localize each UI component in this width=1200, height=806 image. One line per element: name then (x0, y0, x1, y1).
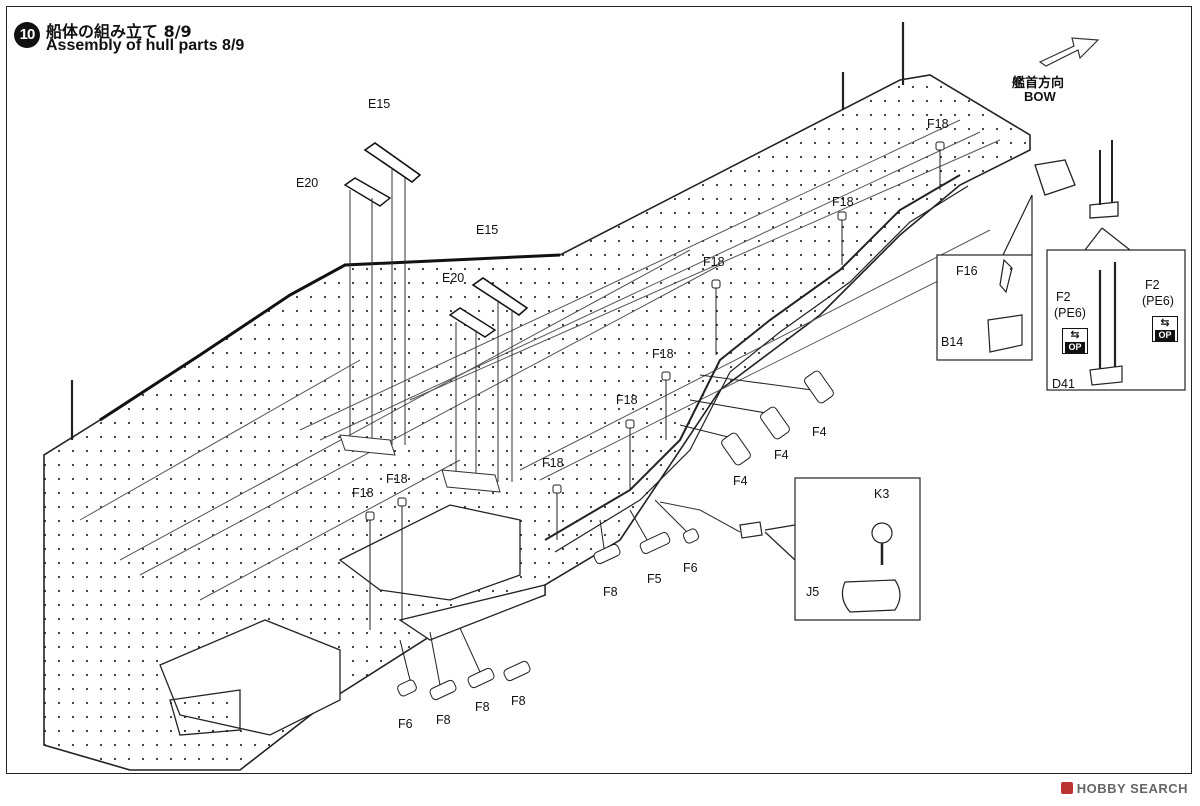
label-f5: F5 (647, 572, 662, 586)
label-pe6-right: (PE6) (1142, 294, 1174, 308)
label-f16: F16 (956, 264, 978, 278)
label-j5: J5 (806, 585, 820, 599)
watermark-text: HOBBY SEARCH (1076, 781, 1188, 796)
label-f18-2: F18 (386, 472, 408, 486)
op-text-right: OP (1155, 330, 1175, 341)
label-f8-1: F8 (603, 585, 618, 599)
crane-base-small (739, 521, 763, 539)
label-pe6-left: (PE6) (1054, 306, 1086, 320)
label-e20-b: E20 (442, 271, 465, 285)
title-japanese: 船体の組み立て 8/9 (46, 22, 192, 41)
part-e20-a (343, 177, 392, 207)
bow-label-english: BOW (1024, 89, 1056, 104)
side-gallery (544, 174, 961, 541)
optional-part-badge-left: ⇆ OP (1062, 328, 1088, 354)
label-f18-8: F18 (927, 117, 949, 131)
crane-leader-line (659, 501, 741, 533)
label-d41: D41 (1052, 377, 1075, 391)
optional-part-badge-right: ⇆ OP (1152, 316, 1178, 342)
instruction-frame (6, 6, 1192, 774)
f18-post-icons (365, 141, 945, 630)
label-f4-2: F4 (774, 448, 789, 462)
part-e20-b (448, 307, 497, 338)
label-e15-a: E15 (368, 97, 391, 111)
label-e20-a: E20 (296, 176, 319, 190)
label-f2-left: F2 (1056, 290, 1071, 304)
deck-markings (79, 119, 1001, 601)
label-f18-3: F18 (542, 456, 564, 470)
deck-masts (70, 22, 905, 440)
watermark-logo-icon (1060, 782, 1073, 794)
swap-arrows-icon: ⇆ (1070, 329, 1080, 341)
source-watermark: HOBBY SEARCH (1060, 781, 1188, 796)
part-e15-b (471, 277, 529, 317)
label-f8-2: F8 (436, 713, 451, 727)
side-gallery-lower (554, 185, 969, 553)
railing-parts (397, 370, 834, 701)
label-f2-right: F2 (1145, 278, 1160, 292)
leader-lines-a (339, 168, 406, 456)
title-english: Assembly of hull parts 8/9 (46, 37, 245, 54)
label-f18-4: F18 (616, 393, 638, 407)
label-f8-4: F8 (511, 694, 526, 708)
inset-catapult (936, 194, 1033, 361)
inset-crane (764, 477, 921, 621)
label-e15-b: E15 (476, 223, 499, 237)
bow-label-japanese: 艦首方向 (1012, 76, 1065, 91)
part-b14-on-deck (1034, 159, 1076, 196)
inset-mast (1046, 227, 1186, 391)
op-text-left: OP (1065, 342, 1085, 353)
bow-direction-arrow-icon (1038, 37, 1100, 67)
deck-edge (99, 253, 561, 422)
label-f18-1: F18 (352, 486, 374, 500)
swap-arrows-icon: ⇆ (1160, 317, 1170, 329)
label-f6-2: F6 (398, 717, 413, 731)
part-e15-a (363, 142, 422, 184)
label-f18-6: F18 (703, 255, 725, 269)
label-b14: B14 (941, 335, 964, 349)
label-f18-7: F18 (832, 195, 854, 209)
label-f6-1: F6 (683, 561, 698, 575)
label-f18-5: F18 (652, 347, 674, 361)
label-f4-3: F4 (733, 474, 748, 488)
leader-lines-b (441, 300, 513, 493)
step-number-badge: 10 (14, 22, 40, 48)
part-d41-on-deck (1089, 201, 1119, 219)
label-f8-3: F8 (475, 700, 490, 714)
deck-elevator-cutouts (159, 504, 546, 736)
label-k3: K3 (874, 487, 890, 501)
label-f4-1: F4 (812, 425, 827, 439)
